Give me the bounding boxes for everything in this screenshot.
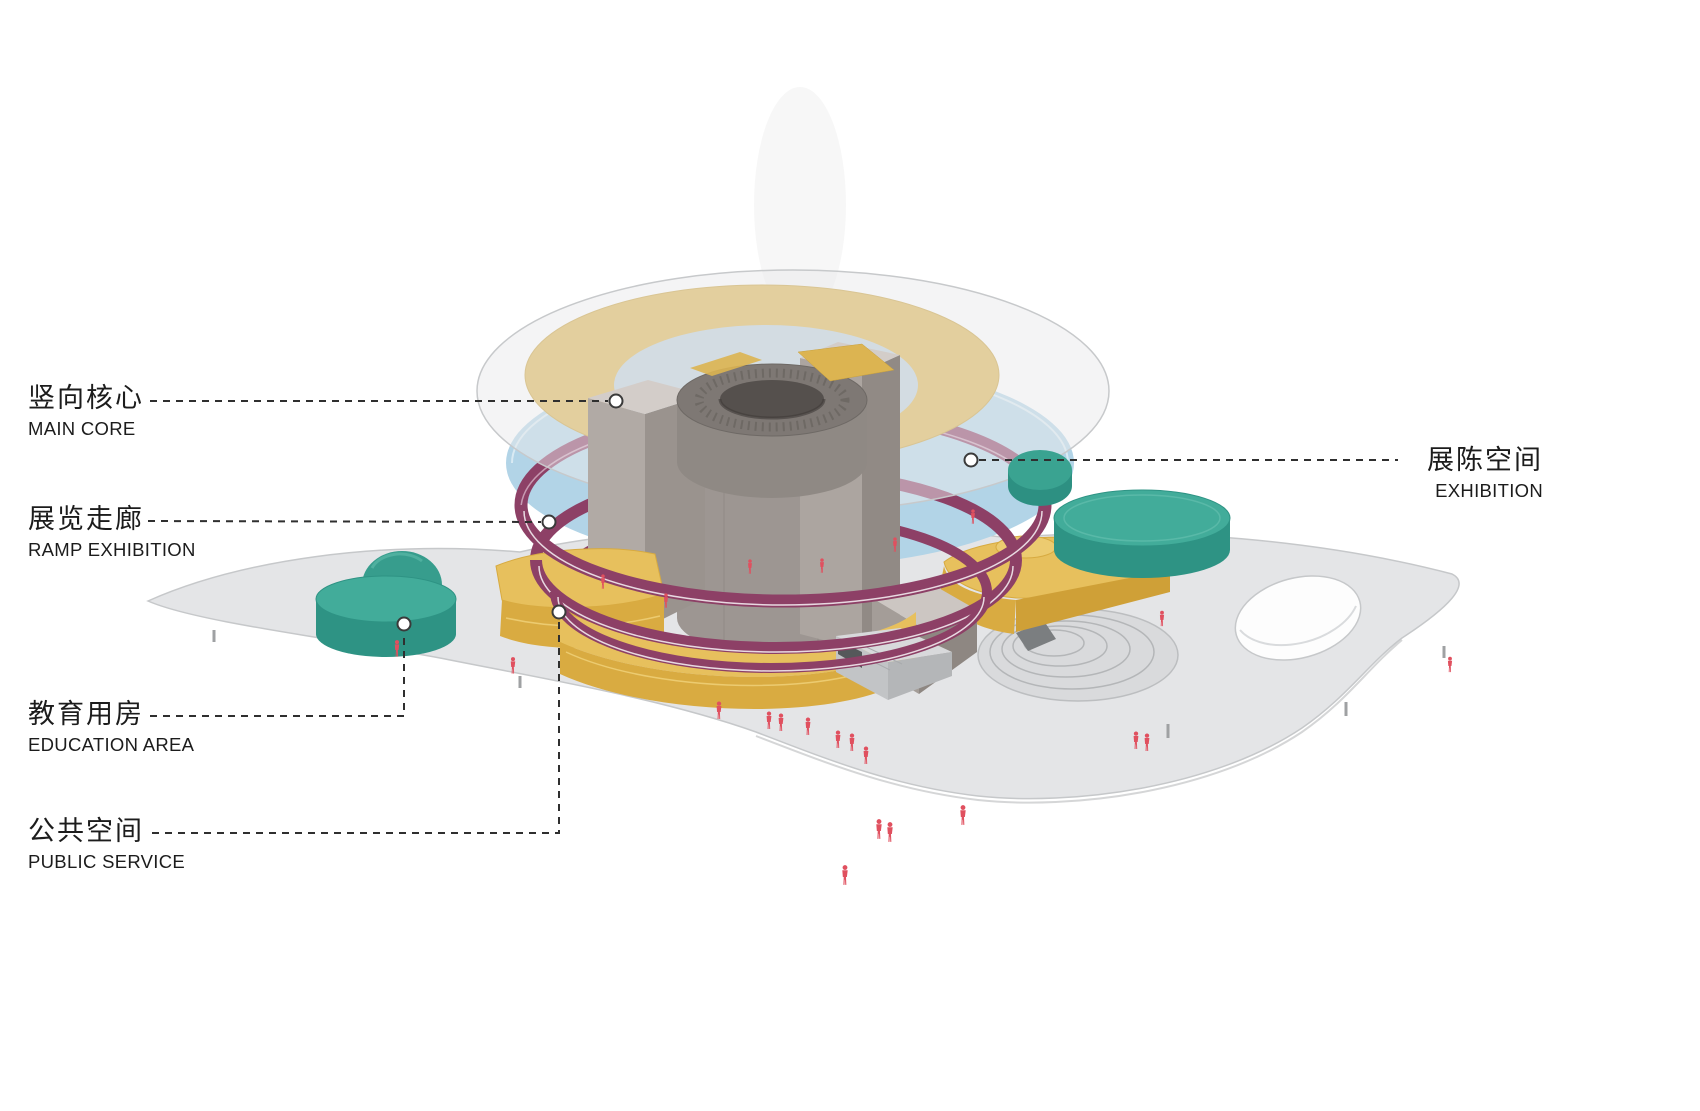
label-public-service-zh: 公共空间: [28, 816, 144, 846]
leader-dot-ramp-exhibition: [541, 514, 557, 530]
label-public-service-en: PUBLIC SERVICE: [28, 851, 186, 872]
leader-line-education: [150, 632, 405, 717]
plate-hole: [1234, 575, 1362, 661]
core-oculus: [720, 380, 824, 418]
leader-lines: [147, 400, 1398, 834]
label-ramp-exhibition-en: RAMP EXHIBITION: [28, 539, 196, 560]
leader-line-public-service: [152, 620, 560, 834]
person-icon: [960, 805, 966, 825]
label-exhibition: 展陈空间 EXHIBITION: [1427, 445, 1543, 501]
person-icon: [876, 819, 882, 839]
label-exhibition-zh: 展陈空间: [1427, 445, 1543, 475]
label-education-area-en: EDUCATION AREA: [28, 734, 195, 755]
leader-line-ramp-exhibition: [147, 520, 542, 523]
label-main-core-en: MAIN CORE: [28, 418, 136, 439]
leader-dot-main-core: [608, 393, 624, 409]
leader-dot-public-service: [551, 604, 567, 620]
label-exhibition-en: EXHIBITION: [1435, 480, 1543, 501]
label-public-service: 公共空间 PUBLIC SERVICE: [28, 816, 185, 872]
label-main-core-zh: 竖向核心: [28, 383, 144, 413]
ramp-rings-front: [514, 504, 1052, 673]
education-volume-small: [1008, 450, 1072, 506]
leader-dot-exhibition: [963, 452, 979, 468]
label-education-area: 教育用房 EDUCATION AREA: [28, 699, 194, 755]
label-ramp-exhibition: 展览走廊 RAMP EXHIBITION: [28, 504, 196, 560]
leader-dots: [396, 393, 979, 632]
education-cylinder-left: [315, 551, 457, 657]
person-icon: [1447, 656, 1453, 673]
person-icon: [842, 865, 848, 885]
label-education-area-zh: 教育用房: [28, 699, 144, 729]
person-icon: [887, 822, 893, 842]
label-ramp-exhibition-zh: 展览走廊: [28, 504, 144, 534]
leader-dot-education: [396, 616, 412, 632]
education-cylinder-right: [1053, 489, 1231, 578]
label-main-core: 竖向核心 MAIN CORE: [28, 383, 144, 439]
background-smudge: [754, 87, 846, 323]
exhibition-drum: [476, 269, 1110, 709]
plate-legs: [212, 630, 1446, 738]
